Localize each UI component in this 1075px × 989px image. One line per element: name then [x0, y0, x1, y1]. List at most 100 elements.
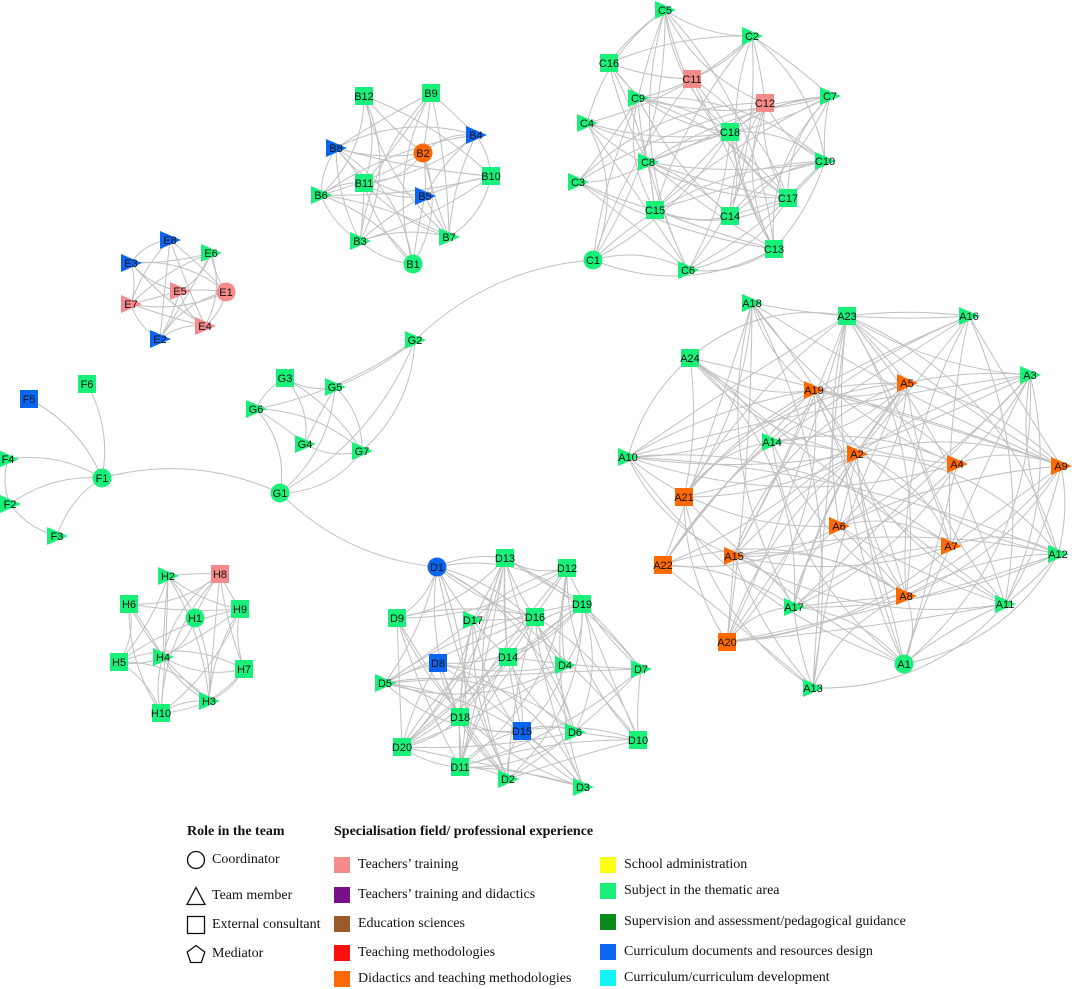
network-edge — [592, 160, 826, 261]
node-shape — [463, 611, 484, 629]
network-edge — [637, 668, 642, 741]
network-edge — [683, 315, 848, 498]
node-label: D4 — [558, 660, 572, 672]
node-label: H3 — [202, 696, 216, 708]
node-shape — [718, 633, 736, 651]
network-edge — [968, 315, 1014, 605]
node-label: C16 — [599, 58, 619, 70]
node-shape — [246, 400, 267, 418]
node-shape — [393, 738, 411, 756]
node-label: C15 — [645, 205, 665, 217]
legend-swatch — [600, 883, 616, 899]
network-edge — [472, 619, 509, 780]
node-e1: E1 — [216, 282, 236, 302]
node-label: C2 — [745, 31, 759, 43]
node-label: A22 — [653, 560, 673, 572]
node-shape — [628, 89, 649, 107]
network-edge — [733, 382, 908, 557]
network-edge — [856, 453, 1059, 555]
network-edge — [903, 463, 958, 665]
network-edge — [359, 92, 432, 242]
node-d2: D2 — [498, 770, 519, 788]
node-label: G5 — [328, 382, 343, 394]
network-edge — [662, 441, 773, 566]
node-label: H9 — [233, 604, 247, 616]
network-edge — [592, 254, 689, 271]
node-d11: D11 — [450, 758, 470, 776]
node-shape — [779, 189, 797, 207]
network-edge — [906, 382, 1062, 467]
node-shape — [388, 609, 406, 627]
network-edge — [846, 311, 970, 317]
legend-field-title: Specialisation field/ professional exper… — [334, 824, 594, 839]
node-a17: A17 — [784, 598, 805, 616]
network-edge — [662, 315, 970, 566]
node-shape — [160, 231, 181, 249]
network-edge — [687, 248, 775, 272]
node-shape — [847, 445, 868, 463]
network-edge — [284, 377, 363, 452]
node-b4: B4 — [466, 126, 487, 144]
node-shape — [629, 731, 647, 749]
legend-role-mediator: Mediator — [186, 944, 263, 964]
network-edge — [481, 557, 509, 780]
node-label: B11 — [355, 178, 374, 190]
node-shape — [894, 654, 914, 674]
node-label: D6 — [568, 727, 582, 739]
network-edge — [160, 575, 169, 714]
node-shape — [216, 282, 236, 302]
node-d13: D13 — [495, 549, 515, 567]
network-edge — [414, 259, 594, 341]
network-edge — [846, 315, 1062, 467]
network-edge — [751, 102, 775, 250]
legend-swatch — [600, 944, 616, 960]
node-label: H10 — [151, 708, 171, 720]
node-label: C12 — [755, 98, 775, 110]
network-edge — [654, 95, 831, 211]
node-label: C4 — [580, 118, 594, 130]
network-edge — [401, 603, 583, 748]
network-edge — [838, 465, 1062, 527]
node-label: B3 — [353, 236, 366, 248]
node-label: C13 — [764, 244, 784, 256]
network-edge — [56, 477, 103, 537]
network-edge — [812, 603, 1006, 689]
network-edge — [101, 468, 281, 494]
network-edge — [586, 122, 689, 271]
legend-field-label: School administration — [624, 857, 748, 872]
node-shape — [427, 557, 447, 577]
node-shape — [120, 595, 138, 613]
network-edge — [384, 668, 642, 684]
network-edge — [402, 92, 432, 265]
node-shape — [92, 468, 112, 488]
node-c8: C8 — [638, 153, 659, 171]
network-edge — [1025, 374, 1059, 555]
network-edge — [9, 477, 103, 505]
node-label: D14 — [498, 652, 518, 664]
node-shape — [152, 704, 170, 722]
network-edge — [130, 291, 227, 308]
node-e7: E7 — [121, 295, 142, 313]
node-label: H2 — [161, 571, 175, 583]
node-d8: D8 — [429, 654, 447, 672]
node-g1: G1 — [270, 483, 290, 503]
network-edge — [813, 389, 958, 465]
network-edge — [903, 545, 952, 665]
node-shape — [565, 723, 586, 741]
network-edge — [654, 160, 826, 211]
node-label: A23 — [837, 311, 857, 323]
network-edge — [335, 147, 361, 242]
network-edge — [733, 555, 795, 608]
network-edge — [689, 357, 815, 393]
node-shape — [631, 660, 652, 678]
node-c2: C2 — [742, 27, 763, 45]
node-shape — [742, 27, 763, 45]
network-edge — [504, 557, 576, 733]
legend-role-label: Coordinator — [212, 852, 280, 867]
network-edge — [396, 608, 536, 619]
network-edge — [559, 567, 584, 788]
node-label: D13 — [495, 553, 515, 565]
node-label: F5 — [23, 394, 36, 406]
node-label: C6 — [681, 265, 695, 277]
network-edge — [574, 603, 593, 733]
